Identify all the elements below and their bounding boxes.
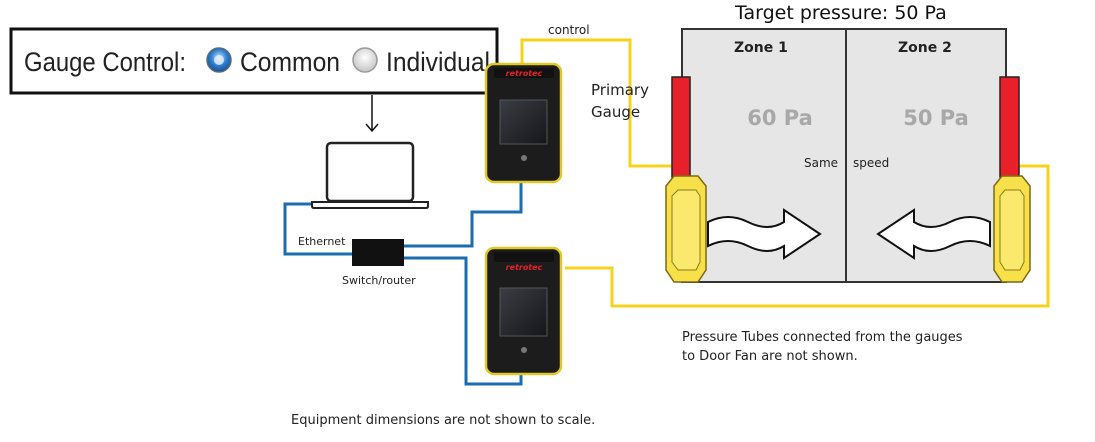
- secondary-gauge-brand: retrotec: [506, 263, 543, 272]
- zones-building: [671, 28, 1020, 283]
- down-arrow-icon: [365, 95, 379, 133]
- primary-gauge-brand: retrotec: [506, 69, 543, 78]
- ethernet-cable-primary-gauge: [404, 182, 523, 248]
- gauge-control-label: Gauge Control:: [24, 47, 186, 77]
- radio-individual[interactable]: [352, 47, 378, 73]
- airflow-arrow-left-icon: [876, 208, 991, 260]
- airflow-arrow-right-icon: [707, 208, 822, 260]
- primary-gauge-label-line2: Gauge: [591, 103, 640, 121]
- target-pressure-title: Target pressure: 50 Pa: [734, 2, 947, 24]
- radio-common[interactable]: [206, 47, 232, 73]
- door-fan-zone-2-icon: [993, 175, 1031, 283]
- radio-individual-label: Individual: [386, 47, 490, 77]
- radio-common-label: Common: [240, 47, 340, 77]
- ethernet-cable-secondary-gauge: [404, 256, 523, 386]
- door-fan-zone-1-icon: [665, 175, 707, 283]
- primary-gauge-label-line1: Primary: [591, 81, 649, 99]
- primary-gauge-icon: retrotec: [484, 62, 563, 184]
- zone-1-door: [671, 76, 691, 178]
- speed-label: speed: [853, 156, 889, 170]
- scale-note: Equipment dimensions are not shown to sc…: [291, 413, 595, 428]
- secondary-gauge-icon: retrotec: [484, 246, 563, 376]
- tubes-note-line1: Pressure Tubes connected from the gauges: [682, 330, 963, 345]
- laptop-icon: [311, 141, 429, 209]
- same-label: Same: [804, 156, 838, 170]
- radio-unselected-icon: [352, 47, 378, 73]
- zone-2-pressure: 50 Pa: [903, 106, 969, 130]
- gauge-control-box: Gauge Control: Common Individual: [9, 27, 499, 95]
- ethernet-cable-laptop: [283, 202, 352, 256]
- control-label: control: [548, 23, 590, 37]
- tubes-note-line2: to Door Fan are not shown.: [682, 349, 858, 364]
- zone-1-name: Zone 1: [734, 40, 788, 56]
- zone-2-name: Zone 2: [898, 40, 952, 56]
- zone-2-door: [999, 76, 1020, 178]
- ethernet-label: Ethernet: [298, 235, 346, 248]
- switch-router-icon: [352, 239, 404, 266]
- switch-router-label: Switch/router: [342, 274, 416, 287]
- zone-1-pressure: 60 Pa: [747, 106, 813, 130]
